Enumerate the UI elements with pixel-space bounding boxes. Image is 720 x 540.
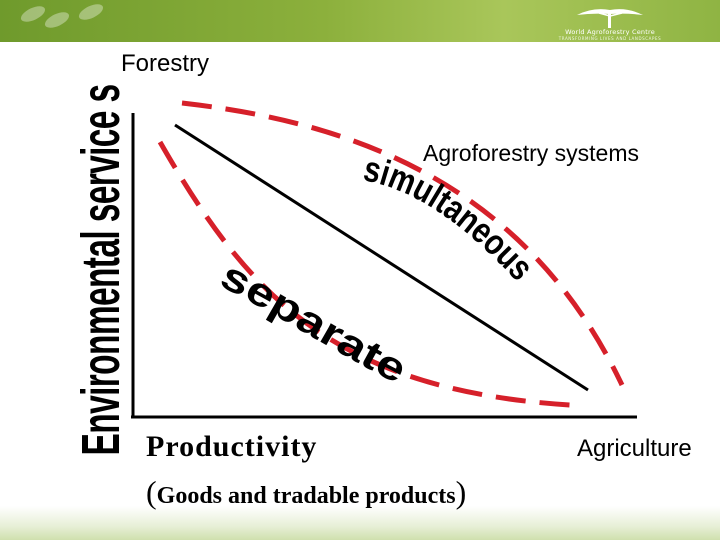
y-axis-label: Environmental service s — [71, 84, 131, 456]
x-axis-sublabel: (Goods and tradable products) — [146, 474, 466, 511]
logo-name: World Agroforestry Centre — [565, 28, 655, 36]
close-paren: ) — [455, 474, 467, 510]
separate-label: separate — [214, 254, 414, 392]
footer-band — [0, 506, 720, 540]
open-paren: ( — [146, 474, 157, 510]
agriculture-label: Agriculture — [577, 435, 692, 462]
acacia-tree-icon — [577, 9, 643, 28]
logo-tagline: TRANSFORMING LIVES AND LANDSCAPES — [558, 36, 662, 41]
simultaneous-label: simultaneous — [360, 148, 542, 288]
agroforestry-systems-label: Agroforestry systems — [423, 140, 639, 166]
forestry-agriculture-line — [174, 123, 589, 392]
simultaneous-curve — [181, 100, 625, 387]
separate-curve — [157, 140, 571, 408]
x-axis-label: Productivity — [146, 430, 318, 463]
organization-logo: World Agroforestry Centre TRANSFORMING L… — [535, 6, 685, 41]
header-band — [0, 0, 720, 42]
forestry-label: Forestry — [121, 50, 210, 77]
x-axis-sublabel-text: Goods and tradable products — [156, 483, 456, 509]
